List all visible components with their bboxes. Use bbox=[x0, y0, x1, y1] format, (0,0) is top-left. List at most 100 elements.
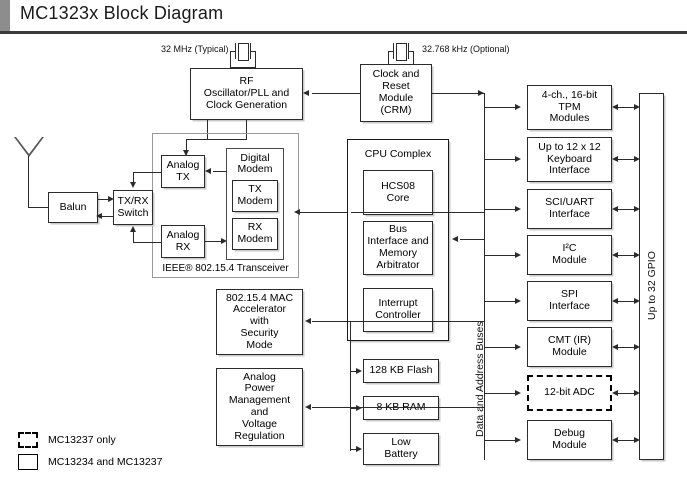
wire-xtal-main-bottom bbox=[230, 67, 256, 68]
antenna-symbol bbox=[14, 137, 44, 207]
spi-line1: SPI bbox=[561, 288, 578, 301]
crystal-plate-right bbox=[408, 43, 409, 59]
wire-xtal-rtc-r bbox=[413, 51, 414, 68]
block-flash-memory[interactable]: 128 KB Flash bbox=[363, 359, 439, 383]
analog-rx-line2: RX bbox=[175, 240, 191, 253]
block-tpm-modules[interactable]: 4-ch., 16-bit TPM Modules bbox=[527, 85, 612, 130]
xtal-rtc-label: 32.768 kHz (Optional) bbox=[422, 44, 510, 54]
arrow-spi-out bbox=[634, 297, 640, 304]
crystal-plate-right bbox=[250, 43, 251, 59]
gpio-rail-label: Up to 32 GPIO bbox=[646, 251, 658, 320]
arrow-kbi-out bbox=[634, 155, 640, 162]
block-rx-modem[interactable]: RX Modem bbox=[232, 218, 278, 250]
flash-label: 128 KB Flash bbox=[369, 364, 433, 377]
block-txrx-switch[interactable]: TX/RX Switch bbox=[113, 190, 153, 225]
wire-bus-to-debug bbox=[484, 440, 518, 441]
arrow-debug-out bbox=[634, 436, 640, 443]
wire-xtal-rtc-l bbox=[388, 51, 389, 68]
wire-memory-spine bbox=[350, 321, 351, 451]
arrow-crm-to-rfosc bbox=[303, 89, 309, 96]
block-spi-interface[interactable]: SPI Interface bbox=[527, 281, 612, 321]
wire-antenna-balun bbox=[28, 207, 50, 208]
antenna-mast bbox=[28, 156, 29, 207]
wire-bus-tap-transceiver bbox=[351, 212, 485, 213]
block-sci-uart-interface[interactable]: SCI/UART Interface bbox=[527, 189, 612, 229]
arrow-sci-in bbox=[612, 205, 618, 212]
arrow-to-analog-tx bbox=[182, 150, 189, 156]
page-header: MC1323x Block Diagram bbox=[0, 0, 687, 31]
block-12bit-adc[interactable]: 12-bit ADC bbox=[527, 375, 612, 411]
arrow-debug-in bbox=[612, 436, 618, 443]
block-digital-modem[interactable] bbox=[226, 148, 284, 260]
xtal-main-label: 32 MHz (Typical) bbox=[161, 44, 229, 54]
wire-analogrx-to-modem bbox=[205, 241, 225, 242]
wire-rfosc-down-left bbox=[207, 120, 208, 140]
block-clock-reset-module[interactable]: Clock and Reset Module (CRM) bbox=[360, 64, 432, 122]
block-balun[interactable]: Balun bbox=[48, 192, 98, 223]
block-mac-accelerator[interactable]: 802.15.4 MAC Accelerator with Security M… bbox=[216, 289, 303, 355]
i2c-line1: I²C bbox=[562, 242, 577, 255]
wire-switch-to-analogrx-v bbox=[133, 232, 134, 243]
block-gpio-rail[interactable] bbox=[639, 93, 664, 460]
wire-bus-to-power bbox=[312, 407, 350, 408]
wire-to-analogtx-h bbox=[186, 139, 208, 140]
block-analog-tx[interactable]: Analog TX bbox=[161, 155, 205, 188]
wire-modem-to-analogtx bbox=[213, 171, 227, 172]
rf-osc-line2: Oscillator/PLL and bbox=[203, 87, 290, 100]
arrow-analogrx-to-rxmodem bbox=[221, 237, 227, 244]
pwr-line2: Power bbox=[244, 382, 275, 395]
pwr-line5: Voltage bbox=[241, 417, 278, 430]
wire-to-analogtx-v bbox=[186, 139, 187, 155]
crystal-lead-right bbox=[409, 50, 414, 52]
block-tx-modem[interactable]: TX Modem bbox=[232, 180, 278, 212]
block-hcs08-core[interactable]: HCS08 Core bbox=[363, 170, 433, 215]
arrow-switch-to-analogrx bbox=[129, 226, 136, 232]
crystal-32mhz-icon bbox=[230, 43, 256, 61]
block-interrupt-controller[interactable]: Interrupt Controller bbox=[363, 288, 433, 332]
wire-bus-to-tpm bbox=[484, 107, 518, 108]
wire-bus-tap-cpu bbox=[460, 239, 485, 240]
spi-line2: Interface bbox=[549, 300, 590, 312]
crystal-lead-right bbox=[251, 50, 256, 52]
block-rf-oscillator-pll[interactable]: RF Oscillator/PLL and Clock Generation bbox=[190, 68, 303, 120]
cpu-complex-label: CPU Complex bbox=[364, 148, 432, 160]
kbi-line3: Interface bbox=[549, 164, 590, 177]
block-analog-rx[interactable]: Analog RX bbox=[161, 225, 205, 258]
pwr-line6: Regulation bbox=[234, 429, 285, 442]
block-debug-module[interactable]: Debug Module bbox=[527, 420, 612, 460]
block-analog-power-management[interactable]: Analog Power Management and Voltage Regu… bbox=[216, 368, 303, 446]
wire-bus-to-transceiver bbox=[299, 212, 351, 213]
irq-ctrl-line1: Interrupt bbox=[378, 297, 418, 310]
analog-tx-line1: Analog bbox=[166, 158, 200, 171]
low-battery-line1: Low bbox=[391, 436, 411, 449]
block-ram-memory[interactable]: 8 KB RAM bbox=[363, 396, 439, 420]
legend-label-solid: MC13234 and MC13237 bbox=[48, 456, 163, 468]
crystal-body bbox=[396, 43, 407, 61]
block-low-battery[interactable]: Low Battery bbox=[363, 433, 439, 465]
wire-sci-gpio bbox=[616, 209, 638, 210]
mac-line1: 802.15.4 MAC bbox=[225, 291, 294, 304]
mac-line2: Accelerator bbox=[232, 303, 287, 316]
block-bus-interface-memory-arbitrator[interactable]: Bus Interface and Memory Arbitrator bbox=[363, 221, 433, 275]
wire-balun-to-switch bbox=[98, 199, 112, 200]
crystal-lead-left bbox=[388, 50, 393, 52]
crm-line3: Module bbox=[378, 92, 414, 104]
block-cmt-ir-module[interactable]: CMT (IR) Module bbox=[527, 327, 612, 367]
arrow-kbi-in bbox=[612, 155, 618, 162]
wire-crm-to-rfosc bbox=[312, 93, 360, 94]
block-i2c-module[interactable]: I²C Module bbox=[527, 235, 612, 275]
legend-swatch-dashed bbox=[18, 432, 38, 448]
mac-line3: with bbox=[250, 315, 269, 328]
wire-bus-to-i2c bbox=[484, 255, 518, 256]
arrow-bus-to-cpu bbox=[452, 235, 458, 242]
wire-analogtx-out-v bbox=[133, 172, 134, 183]
wire-to-ram bbox=[350, 408, 359, 409]
cmt-line1: CMT (IR) bbox=[548, 334, 591, 347]
title-accent-bar bbox=[0, 0, 10, 31]
block-keyboard-interface[interactable]: Up to 12 x 12 Keyboard Interface bbox=[527, 137, 612, 182]
arrow-analogtx-to-switch bbox=[129, 182, 136, 188]
arrow-i2c-out bbox=[634, 251, 640, 258]
bus-if-line4: Arbitrator bbox=[376, 258, 420, 271]
sci-line1: SCI/UART bbox=[545, 196, 594, 209]
digital-modem-line1: Digital bbox=[240, 152, 270, 164]
